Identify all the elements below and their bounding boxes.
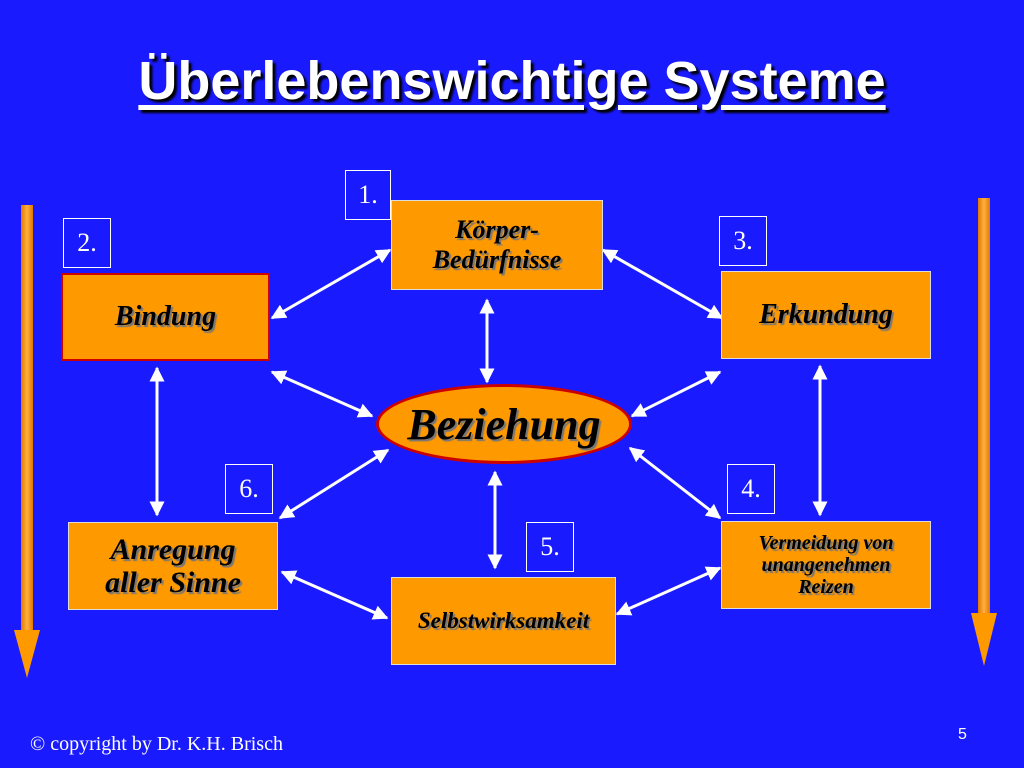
arrow-beziehung-anregung xyxy=(278,448,390,520)
slide-title: Überlebenswichtige Systeme xyxy=(138,51,886,111)
arrow-bindung-beziehung xyxy=(270,370,374,418)
erkundung-label: Erkundung xyxy=(759,298,893,330)
selbst-label: Selbstwirksamkeit xyxy=(417,607,590,633)
side-arrow-left xyxy=(14,205,40,678)
koerper-line1: Körper- xyxy=(455,215,539,245)
vermeidung-line2: unangenehmen xyxy=(761,554,891,576)
page-number: 5 xyxy=(958,726,967,743)
box-erkundung: Erkundung xyxy=(721,271,931,359)
number-badge-5: 5. xyxy=(526,522,574,572)
number-badge-1: 1. xyxy=(345,170,391,220)
arrow-anregung-selbst xyxy=(280,570,389,620)
koerper-line2: Bedürfnisse xyxy=(432,245,562,274)
number-badge-4: 4. xyxy=(727,464,775,514)
vermeidung-line1: Vermeidung von xyxy=(758,532,894,554)
arrow-koerper-erkundung xyxy=(601,248,724,320)
number-badge-3: 3. xyxy=(719,216,767,266)
arrow-erkundung-beziehung xyxy=(630,370,722,418)
arrow-beziehung-vermeidung xyxy=(628,446,722,520)
side-arrow-right xyxy=(971,198,997,666)
box-bindung: Bindung xyxy=(61,273,270,361)
arrow-koerper-bindung xyxy=(270,248,392,320)
arrow-selbst-vermeidung xyxy=(615,566,722,616)
number-badge-6: 6. xyxy=(225,464,273,514)
center-beziehung: Beziehung xyxy=(376,384,632,464)
number-badge-2: 2. xyxy=(63,218,111,268)
bindung-label: Bindung xyxy=(114,300,217,332)
anregung-line2: aller Sinne xyxy=(105,566,241,599)
box-vermeidung: Vermeidung von unangenehmen Reizen xyxy=(721,521,931,609)
box-koerper-beduerfnisse: Körper- Bedürfnisse xyxy=(391,200,603,290)
box-selbstwirksamkeit: Selbstwirksamkeit xyxy=(391,577,616,665)
beziehung-label: Beziehung xyxy=(407,399,601,449)
anregung-line1: Anregung xyxy=(110,533,236,566)
box-anregung: Anregung aller Sinne xyxy=(68,522,278,610)
vermeidung-line3: Reizen xyxy=(798,576,854,598)
copyright-footer: © copyright by Dr. K.H. Brisch xyxy=(30,733,283,755)
